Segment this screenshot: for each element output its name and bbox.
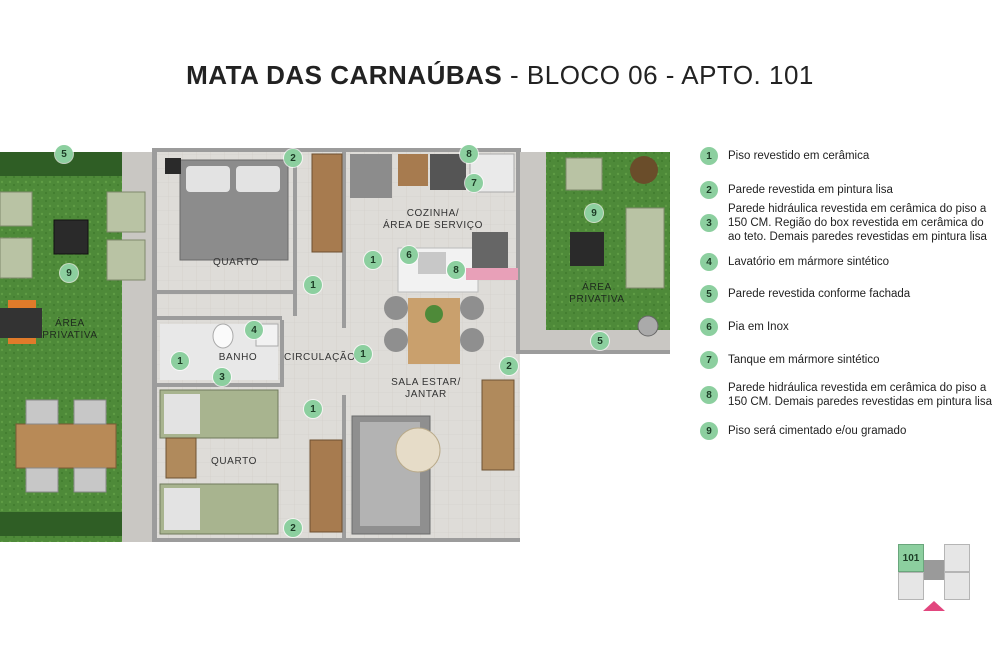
badge-6: 6 <box>400 246 418 264</box>
key-plan-arrow-icon <box>923 601 945 611</box>
legend-item: 9 Piso será cimentado e/ou gramado <box>700 422 1000 440</box>
badge-5: 5 <box>591 332 609 350</box>
legend-item: 6 Pia em Inox <box>700 318 1000 336</box>
title-project: MATA DAS CARNAÚBAS <box>186 60 503 90</box>
badge-1: 1 <box>304 400 322 418</box>
badge-2: 2 <box>500 357 518 375</box>
badge-7: 7 <box>465 174 483 192</box>
legend-number: 3 <box>700 214 718 232</box>
label-quarto-bottom: QUARTO <box>210 456 258 467</box>
badge-1: 1 <box>354 345 372 363</box>
legend-text: Parede revestida conforme fachada <box>728 288 911 300</box>
badge-1: 1 <box>304 276 322 294</box>
legend: 1 Piso revestido em cerâmica 2 Parede re… <box>700 145 1000 455</box>
badge-2: 2 <box>284 519 302 537</box>
badge-5: 5 <box>55 145 73 163</box>
legend-number: 7 <box>700 351 718 369</box>
legend-text: Parede hidráulica revestida em cerâmica … <box>728 382 992 408</box>
key-plan-core <box>924 560 944 580</box>
label-banho: BANHO <box>218 352 258 363</box>
legend-number: 1 <box>700 147 718 165</box>
legend-number: 6 <box>700 318 718 336</box>
legend-item: 8 Parede hidráulica revestida em cerâmic… <box>700 381 1000 409</box>
badge-2: 2 <box>284 149 302 167</box>
legend-item: 1 Piso revestido em cerâmica <box>700 147 1000 165</box>
legend-item: 3 Parede hidráulica revestida em cerâmic… <box>700 202 1000 244</box>
badge-4: 4 <box>245 321 263 339</box>
legend-number: 4 <box>700 253 718 271</box>
legend-text: Lavatório em mármore sintético <box>728 256 890 268</box>
legend-item: 5 Parede revestida conforme fachada <box>700 285 1000 303</box>
legend-item: 2 Parede revestida em pintura lisa <box>700 181 1000 199</box>
legend-text: Parede hidráulica revestida em cerâmica … <box>728 203 987 243</box>
legend-text: Parede revestida em pintura lisa <box>728 184 893 196</box>
badge-1: 1 <box>171 352 189 370</box>
title-unit: - BLOCO 06 - APTO. 101 <box>502 60 814 90</box>
badge-8: 8 <box>447 261 465 279</box>
key-plan: 101 <box>895 540 975 615</box>
key-plan-unit-101: 101 <box>898 544 924 572</box>
label-area-left: ÁREA PRIVATIVA <box>42 318 98 341</box>
legend-text: Piso revestido em cerâmica <box>728 150 870 162</box>
badge-3: 3 <box>213 368 231 386</box>
label-cozinha: COZINHA/ ÁREA DE SERVIÇO <box>383 208 483 231</box>
floor-plan-drawing <box>0 148 670 542</box>
page-title: MATA DAS CARNAÚBAS - BLOCO 06 - APTO. 10… <box>0 60 1000 91</box>
legend-text: Tanque em mármore sintético <box>728 354 880 366</box>
label-area-right: ÁREA PRIVATIVA <box>569 282 625 305</box>
legend-item: 4 Lavatório em mármore sintético <box>700 253 1000 271</box>
label-quarto-top: QUARTO <box>212 257 260 268</box>
legend-number: 2 <box>700 181 718 199</box>
legend-number: 5 <box>700 285 718 303</box>
badge-8: 8 <box>460 145 478 163</box>
floor-plan: COZINHA/ ÁREA DE SERVIÇO QUARTO BANHO CI… <box>0 140 680 550</box>
legend-number: 8 <box>700 386 718 404</box>
key-plan-unit <box>944 572 970 600</box>
legend-text: Piso será cimentado e/ou gramado <box>728 425 907 437</box>
badge-9: 9 <box>60 264 78 282</box>
legend-item: 7 Tanque em mármore sintético <box>700 351 1000 369</box>
key-plan-unit <box>898 572 924 600</box>
label-circulacao: CIRCULAÇÃO <box>284 352 356 363</box>
key-plan-unit <box>944 544 970 572</box>
badge-1: 1 <box>364 251 382 269</box>
legend-text: Pia em Inox <box>728 321 789 333</box>
badge-9: 9 <box>585 204 603 222</box>
legend-number: 9 <box>700 422 718 440</box>
label-sala: SALA ESTAR/ JANTAR <box>391 377 461 400</box>
